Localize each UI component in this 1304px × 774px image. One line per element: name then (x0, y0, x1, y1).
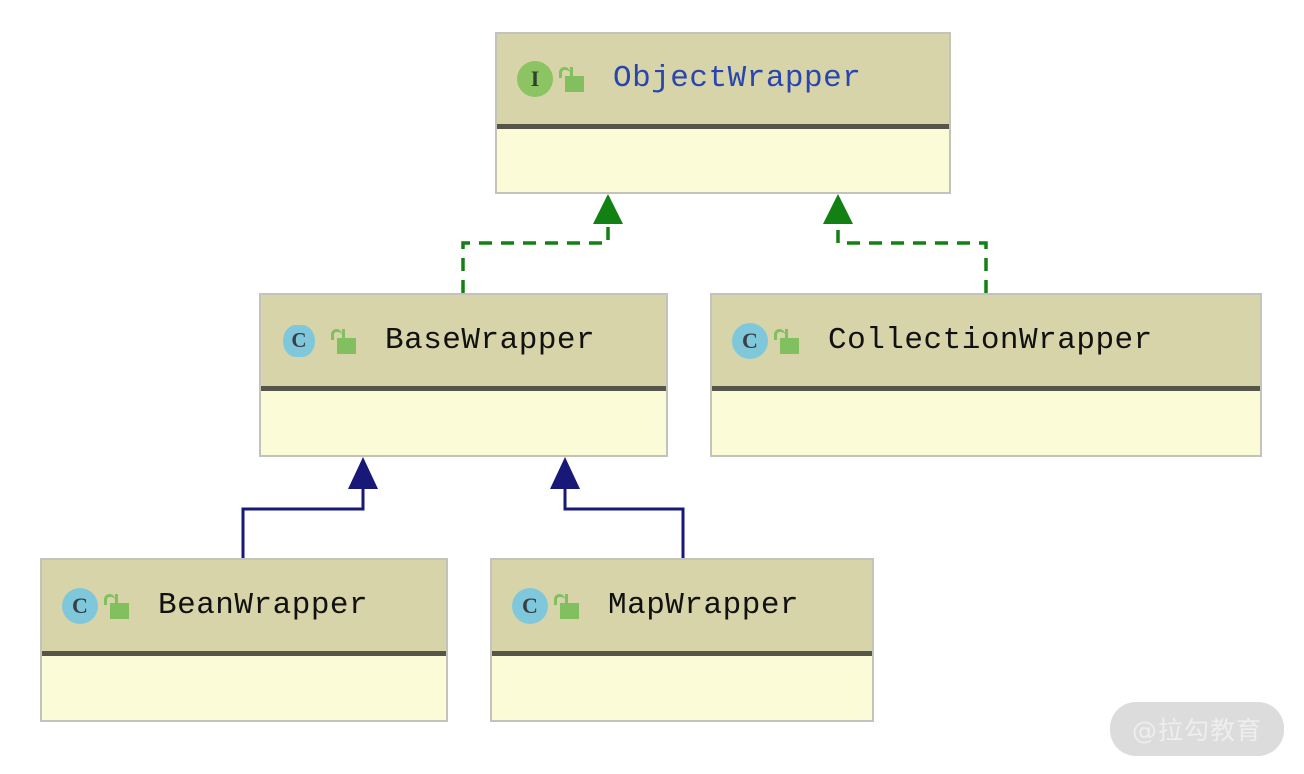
uml-node-header: C BaseWrapper (261, 295, 666, 391)
watermark: @拉勾教育 (1109, 702, 1284, 756)
uml-node-map-wrapper[interactable]: C MapWrapper (490, 558, 874, 722)
uml-node-base-wrapper[interactable]: C BaseWrapper (259, 293, 668, 457)
uml-node-bean-wrapper[interactable]: C BeanWrapper (40, 558, 448, 722)
uml-node-header: C CollectionWrapper (712, 295, 1260, 391)
open-padlock-icon (552, 591, 582, 621)
uml-node-title: BaseWrapper (385, 323, 596, 358)
edge-collection-wrapper-implements-object-wrapper (823, 194, 988, 293)
interface-icon-letter: I (517, 60, 553, 97)
uml-node-members-compartment (42, 656, 446, 720)
uml-node-object-wrapper[interactable]: I ObjectWrapper (495, 32, 951, 194)
uml-node-header: I ObjectWrapper (497, 34, 949, 129)
edge-base-wrapper-implements-object-wrapper (461, 194, 623, 293)
edge-map-wrapper-extends-base-wrapper (550, 457, 685, 558)
class-icon-letter: C (62, 587, 98, 624)
open-padlock-icon (329, 326, 359, 356)
class-stereotype-icon: C (726, 320, 768, 362)
uml-node-title: ObjectWrapper (613, 61, 862, 97)
uml-node-members-compartment (492, 656, 872, 720)
uml-node-members-compartment (261, 391, 666, 455)
class-stereotype-icon: C (56, 585, 98, 627)
open-padlock-icon (102, 591, 132, 621)
uml-node-members-compartment (712, 391, 1260, 455)
uml-node-title: MapWrapper (608, 588, 800, 623)
class-icon-letter: C (732, 322, 768, 359)
uml-node-collection-wrapper[interactable]: C CollectionWrapper (710, 293, 1262, 457)
class-stereotype-icon: C (506, 585, 548, 627)
class-icon-letter: C (283, 324, 315, 357)
uml-node-title: BeanWrapper (158, 588, 369, 623)
abstract-class-stereotype-icon: C (273, 320, 327, 362)
open-padlock-icon (557, 64, 587, 94)
uml-node-header: C MapWrapper (492, 560, 872, 656)
open-padlock-icon (772, 326, 802, 356)
uml-node-header: C BeanWrapper (42, 560, 446, 656)
interface-stereotype-icon: I (511, 58, 553, 100)
class-icon-letter: C (512, 587, 548, 624)
uml-node-members-compartment (497, 128, 949, 192)
edge-bean-wrapper-extends-base-wrapper (241, 457, 378, 558)
uml-node-title: CollectionWrapper (828, 323, 1153, 358)
